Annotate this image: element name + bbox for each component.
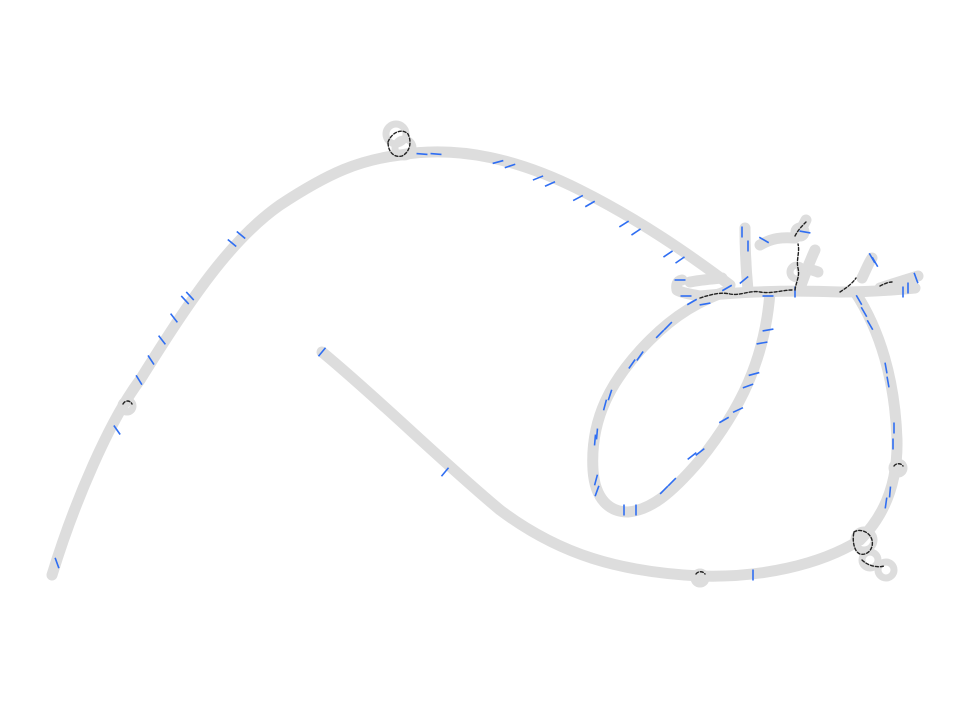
blue-tick-mark — [593, 474, 599, 486]
blue-tick-mark — [169, 313, 179, 323]
blue-tick-mark — [236, 230, 246, 240]
blue-tick-mark — [618, 220, 630, 228]
blue-tick-mark — [718, 416, 730, 424]
blue-tick-mark — [659, 485, 669, 495]
link-right-loop-b — [861, 559, 885, 568]
strand-arm-left-a — [671, 274, 706, 302]
blue-tick-mark — [594, 485, 600, 497]
blue-tick-mark — [663, 321, 673, 331]
blue-tick-mark — [913, 272, 919, 284]
blue-tick-mark — [686, 298, 698, 306]
blue-tick-mark — [756, 341, 768, 345]
blue-tick-mark — [492, 159, 504, 165]
blue-tick-mark — [886, 376, 890, 388]
blue-tick-mark — [888, 486, 892, 498]
link-right-bubble — [893, 463, 904, 467]
blue-tick-mark — [748, 371, 760, 377]
link-arm-up-b — [794, 221, 807, 237]
link-right-loop — [852, 529, 874, 555]
path-layer — [46, 146, 924, 582]
blue-tick-mark — [180, 295, 190, 305]
blue-tick-mark — [799, 230, 811, 234]
link-junction-up — [794, 243, 800, 291]
link-left-bubble — [122, 400, 133, 405]
blue-tick-mark — [607, 389, 613, 401]
blue-tick-mark — [630, 228, 642, 236]
bubble-top-cluster-2 — [391, 135, 417, 161]
blue-tick-mark — [602, 399, 608, 411]
blue-tick-mark — [866, 319, 874, 331]
blue-tick-mark — [699, 302, 711, 306]
blue-tick-mark — [532, 175, 544, 181]
blue-tick-mark — [185, 291, 195, 301]
blue-tick-mark — [742, 383, 754, 389]
blue-tick-mark — [544, 181, 556, 187]
link-top-cluster — [387, 130, 411, 158]
bubble-layer — [117, 120, 908, 588]
strand-arm-far-right-b — [874, 270, 924, 294]
blue-tick-mark — [721, 284, 733, 292]
bubble-right-cluster-3 — [874, 558, 898, 582]
blue-tick-mark — [628, 359, 636, 369]
blue-tick-mark — [655, 329, 665, 339]
blue-tick-mark — [732, 406, 744, 414]
blue-tick-mark — [227, 238, 237, 248]
blue-tick-mark — [113, 425, 121, 435]
blue-tick-mark — [595, 428, 599, 440]
blue-tick-mark — [762, 328, 774, 332]
blue-tick-mark — [157, 335, 167, 345]
blue-tick-mark — [695, 447, 705, 457]
strand-loop-outer — [587, 284, 776, 518]
strand-lower-long — [316, 346, 866, 582]
bubble-right-small — [888, 458, 908, 478]
blue-tick-mark — [430, 152, 442, 156]
blue-tick-mark — [440, 467, 450, 477]
blue-tick-mark — [54, 557, 60, 569]
strand-arm-far-right-a — [856, 252, 878, 284]
blue-tick-mark — [739, 275, 749, 285]
blue-tick-mark — [860, 306, 868, 318]
blue-tick-mark — [147, 354, 155, 366]
blue-tick-mark — [868, 252, 876, 264]
blue-tick-mark — [636, 351, 644, 361]
blue-tick-mark — [584, 200, 596, 208]
blue-tick-mark — [855, 294, 863, 306]
blue-tick-mark — [416, 152, 428, 156]
bubble-left-small — [117, 396, 137, 416]
blue-tick-mark — [593, 434, 597, 446]
strand-arm-left-b — [684, 272, 728, 288]
link-bottom-bubble — [695, 571, 706, 575]
blue-tick-mark — [884, 362, 888, 374]
blue-tick-mark — [135, 374, 143, 386]
link-right-junction — [839, 277, 857, 293]
strand-top-arc — [394, 146, 736, 291]
strand-left-arc — [46, 149, 406, 581]
strand-junction-mid — [694, 282, 921, 302]
tick-layer — [54, 152, 919, 581]
strand-arm-up-a — [739, 222, 754, 296]
link-arm-far-right — [879, 281, 893, 287]
blue-tick-mark — [687, 451, 697, 461]
blue-tick-mark — [675, 256, 685, 264]
blue-tick-mark — [504, 163, 516, 169]
blue-tick-mark — [317, 347, 327, 357]
blue-tick-mark — [662, 250, 674, 258]
blue-tick-mark — [572, 194, 584, 202]
bubble-right-cluster-1 — [850, 526, 878, 554]
strand-right-descent — [849, 286, 903, 546]
link-layer — [122, 130, 904, 575]
blue-tick-mark — [884, 497, 888, 509]
link-junction-chain — [699, 289, 793, 299]
blue-tick-mark — [667, 477, 677, 487]
blue-tick-mark — [758, 236, 770, 244]
